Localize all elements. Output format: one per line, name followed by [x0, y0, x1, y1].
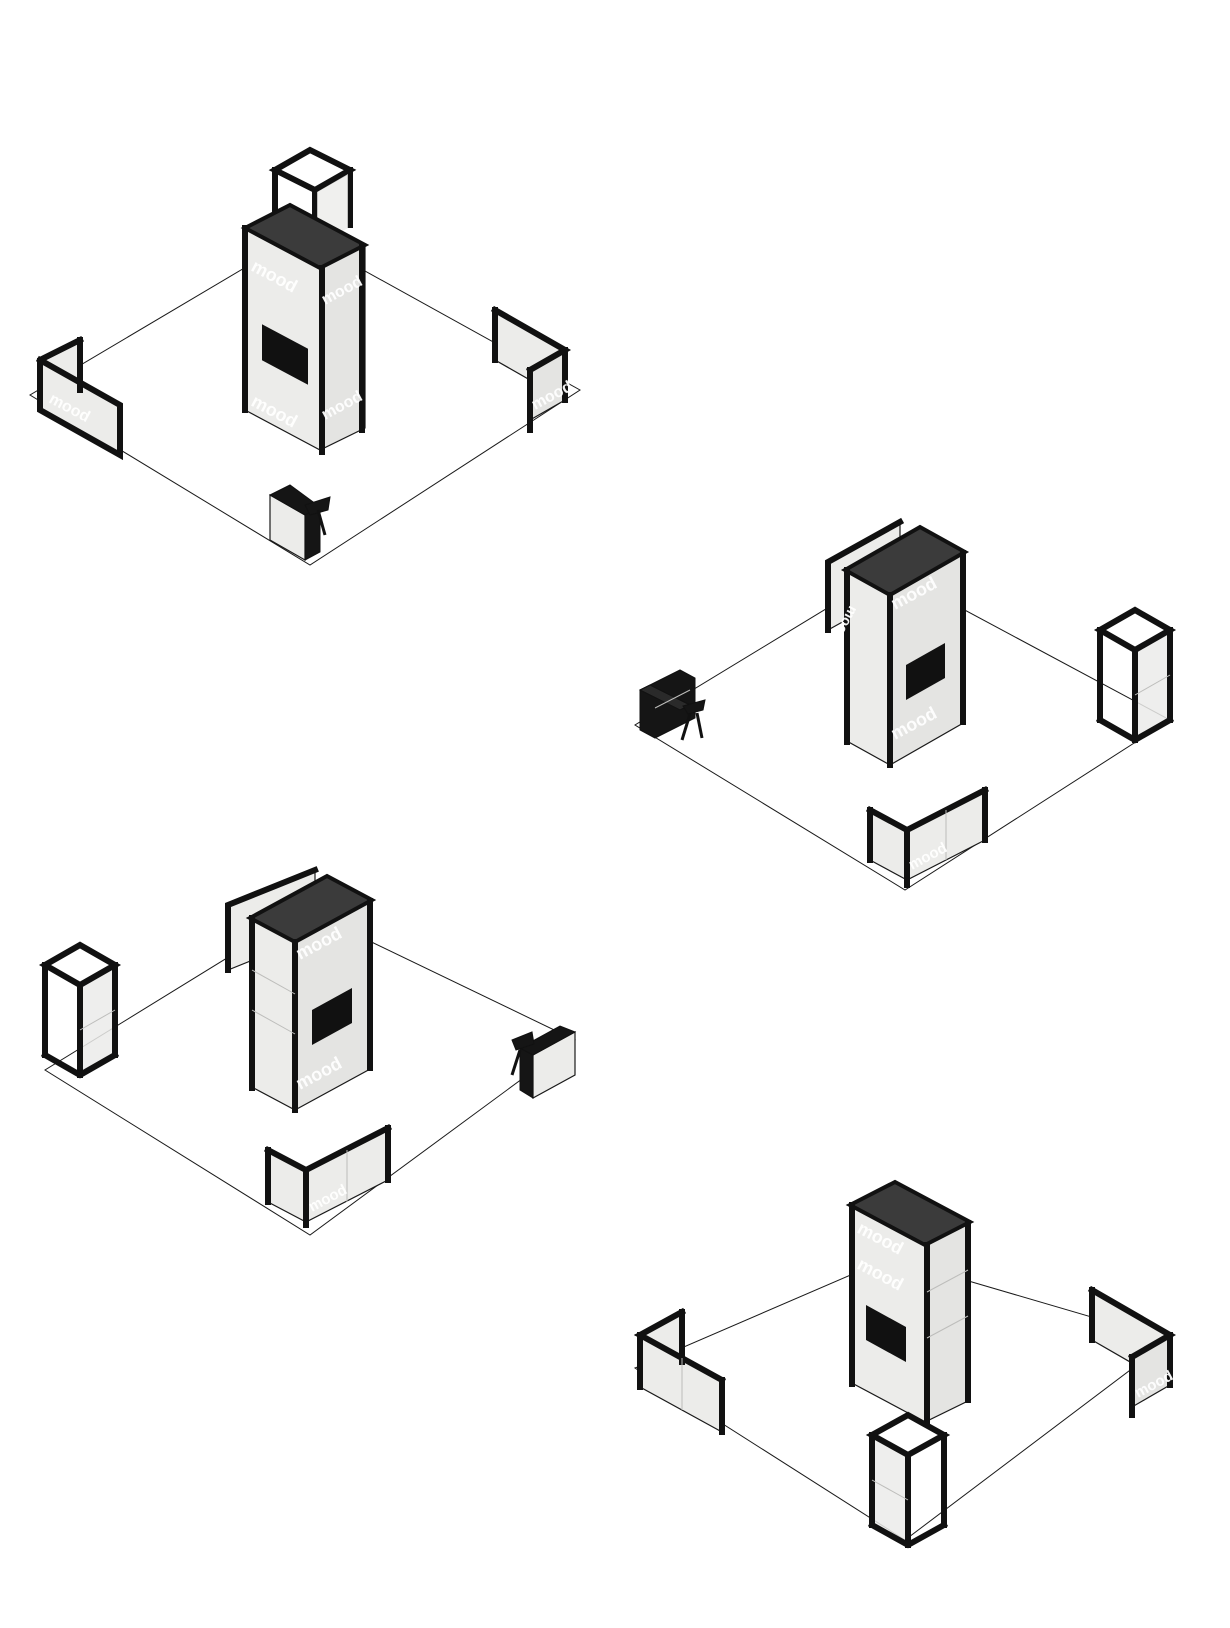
tv-screen — [262, 324, 308, 385]
corner-wall-front: mood — [263, 1123, 393, 1228]
corner-wall-left — [633, 1307, 727, 1435]
glass-cube-frame — [1093, 606, 1177, 744]
tv-screen — [866, 1305, 906, 1362]
reception-counter — [510, 1025, 577, 1100]
shelf-cabinet — [638, 669, 696, 739]
tower-right-face — [924, 1221, 971, 1423]
corner-wall-right: mood — [1087, 1285, 1176, 1418]
display-tower: mood mood mood mood — [240, 202, 370, 455]
corner-wall-right: mood — [490, 305, 575, 433]
tower-left-face — [844, 568, 891, 767]
booth-view-2: mood mood mood mood — [634, 517, 1177, 891]
tv-screen — [312, 988, 352, 1045]
floor-outline — [44, 909, 576, 1236]
booth-view-3: mood mood — [38, 866, 577, 1236]
bar-stool — [680, 699, 706, 741]
floor-outline — [29, 234, 581, 566]
booth-view-1: mood mood mood mood mood mood — [29, 146, 581, 566]
display-tower: mood mood mood — [829, 524, 970, 768]
corner-wall-front: mood — [865, 785, 990, 888]
stool — [304, 496, 331, 516]
display-tower: mood mood — [845, 1179, 975, 1427]
reception-counter — [268, 484, 331, 562]
booth-view-4: mood mood mood — [633, 1179, 1176, 1549]
tower-left-face — [249, 917, 296, 1111]
stool — [511, 1031, 535, 1051]
glass-cube-frame — [865, 1411, 951, 1549]
glass-cube-frame — [38, 941, 122, 1079]
corner-wall-left: mood — [35, 335, 123, 461]
tv-screen — [906, 643, 945, 700]
floor-outline — [634, 569, 1171, 891]
display-tower: mood mood — [245, 873, 377, 1113]
